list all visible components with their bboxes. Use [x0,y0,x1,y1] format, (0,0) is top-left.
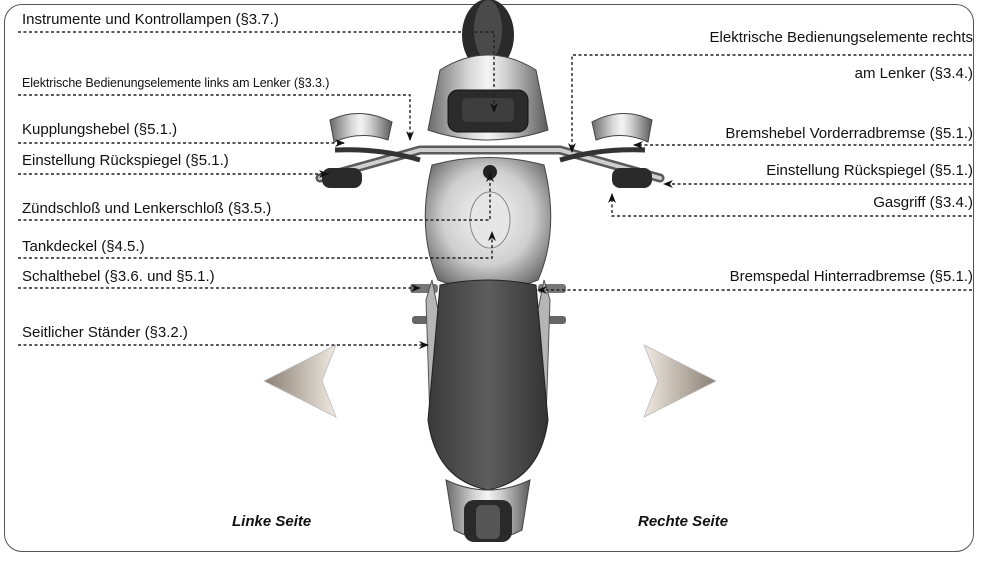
label-zuendschloss: Zündschloß und Lenkerschloß (§3.5.) [22,200,271,218]
label-linke-seite: Linke Seite [232,513,311,530]
label-bremspedal: Bremspedal Hinterradbremse (§5.1.) [730,268,973,286]
label-staender: Seitlicher Ständer (§3.2.) [22,324,188,342]
label-elektrisch-links: Elektrische Bedienungselemente links am … [22,74,329,92]
label-schalthebel: Schalthebel (§3.6. und §5.1.) [22,268,215,286]
label-rechte-seite: Rechte Seite [638,513,728,530]
label-gasgriff: Gasgriff (§3.4.) [873,194,973,212]
motorcycle-illustration [320,0,660,542]
label-spiegel-rechts: Einstellung Rückspiegel (§5.1.) [766,162,973,180]
label-bremshebel: Bremshebel Vorderradbremse (§5.1.) [725,125,973,143]
label-instrumente: Instrumente und Kontrollampen (§3.7.) [22,11,279,29]
label-kupplungshebel: Kupplungshebel (§5.1.) [22,121,177,139]
label-elektrisch-rechts-2: am Lenker (§3.4.) [855,65,973,83]
label-elektrisch-rechts-1: Elektrische Bedienungselemente rechts [710,29,973,47]
right-side-arrow-icon [644,345,716,417]
label-spiegel-links: Einstellung Rückspiegel (§5.1.) [22,152,229,170]
leader-instrumente [18,32,494,112]
left-side-arrow-icon [264,345,336,417]
label-tankdeckel: Tankdeckel (§4.5.) [22,238,145,256]
